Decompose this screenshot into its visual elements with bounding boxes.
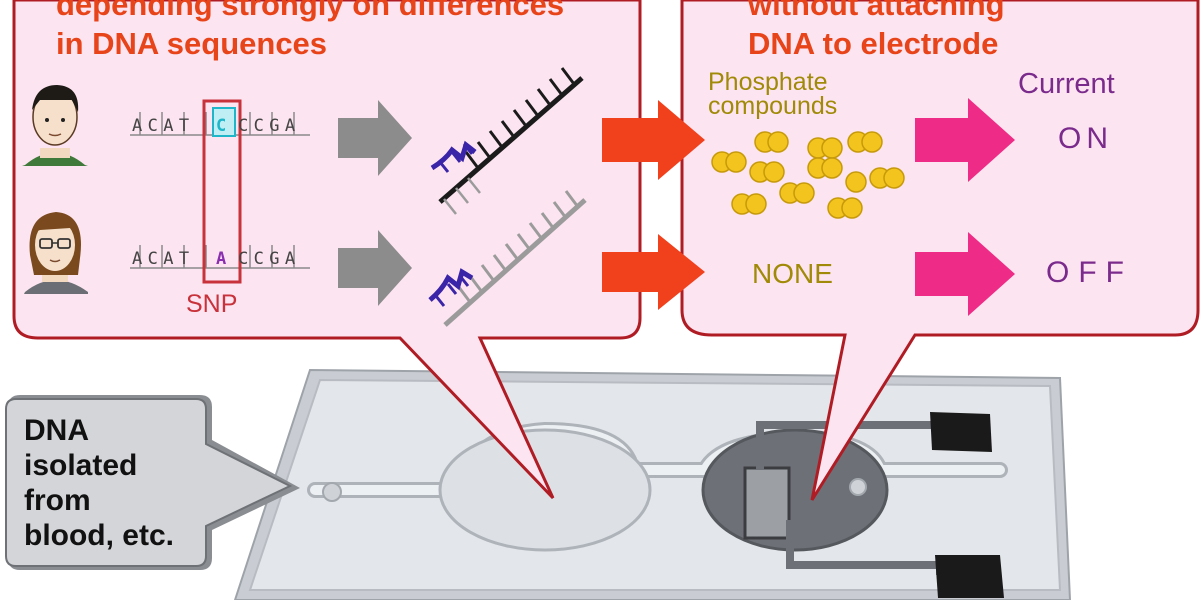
pink-arrow-bottom: [915, 232, 1015, 316]
current-label: Current: [1018, 68, 1115, 100]
dna-strand-matched: [430, 67, 584, 215]
none-label: NONE: [752, 258, 833, 289]
phosphate-label-line-2: compounds: [708, 92, 838, 120]
person-male-avatar: [22, 85, 88, 166]
right-speech-bubble: [680, 0, 1200, 501]
sequence-1-snp-base: C: [216, 116, 232, 136]
callout-line-1: DNA: [24, 414, 89, 447]
red-arrow-bottom: [602, 234, 705, 310]
callout-text: DNA isolated from blood, etc.: [24, 413, 174, 553]
callout-line-2: isolated: [24, 449, 138, 482]
pink-arrow-top: [915, 98, 1015, 182]
left-speech-bubble: [12, 0, 642, 500]
person-female-avatar: [24, 212, 88, 294]
sequence-2-suffix: CCGA: [238, 249, 301, 269]
sequence-2-snp-base: A: [216, 249, 232, 269]
off-label: OFF: [1046, 256, 1133, 289]
snp-highlight-cell: [212, 107, 236, 137]
left-heading-line-2: in DNA sequences: [56, 26, 328, 61]
dna-chip: [233, 368, 1072, 601]
left-heading-line-1: depending strongly on differences: [56, 0, 565, 22]
dna-strand-mismatched: [428, 190, 587, 327]
snp-box: [202, 99, 242, 284]
right-heading-line-1: without attaching: [748, 0, 1005, 22]
on-label: ON: [1058, 122, 1113, 155]
sequence-row-2-ticks: [130, 245, 310, 269]
dna-source-callout: [5, 395, 300, 570]
sequence-1-suffix: CCGA: [238, 116, 301, 136]
phosphate-beads: [711, 131, 905, 219]
red-arrow-top: [602, 100, 705, 180]
right-heading-line-2: DNA to electrode: [748, 26, 999, 61]
phosphate-label-line-1: Phosphate: [708, 68, 828, 96]
sequence-1-prefix: ACAT: [132, 116, 195, 136]
callout-line-4: blood, etc.: [24, 519, 174, 552]
sequence-2-prefix: ACAT: [132, 249, 195, 269]
gray-arrow-bottom: [338, 230, 412, 306]
gray-arrow-top: [338, 100, 412, 176]
snp-label: SNP: [186, 290, 238, 318]
callout-line-3: from: [24, 484, 91, 517]
